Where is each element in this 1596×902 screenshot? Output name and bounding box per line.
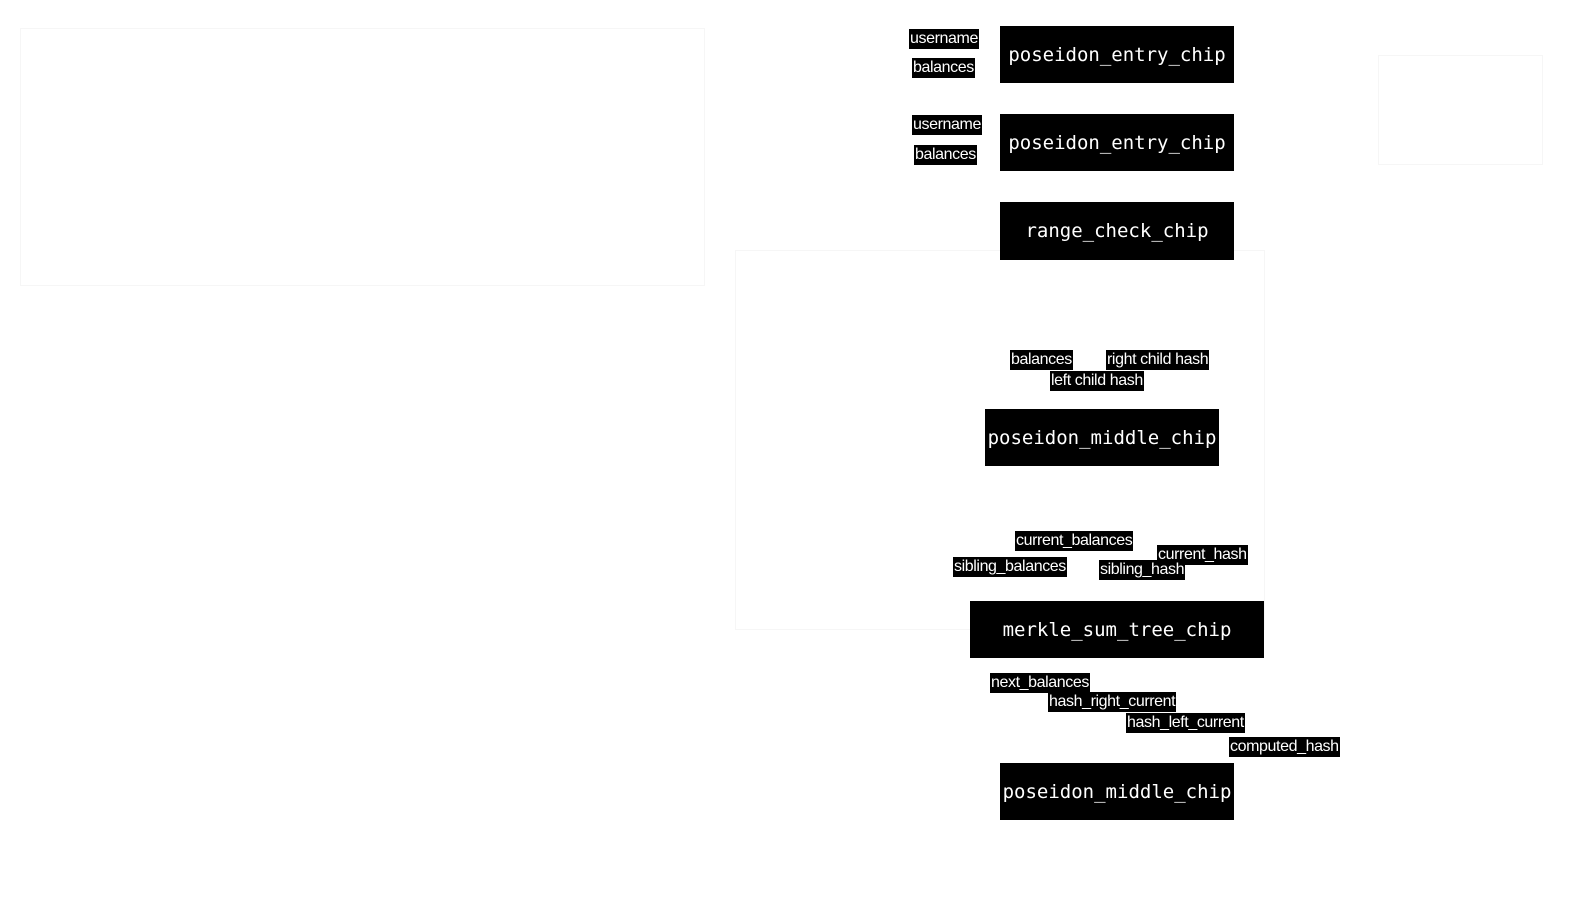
label-entry1-username: username (909, 29, 979, 49)
label-middle-left-child-hash: left child hash (1050, 371, 1144, 391)
label-middle-balances: balances (1010, 350, 1073, 370)
label-next-balances: next_balances (990, 673, 1090, 693)
label-hash-left-current: hash_left_current (1126, 713, 1245, 733)
label-sibling-hash: sibling_hash (1099, 560, 1186, 580)
poseidon-entry-chip-2: poseidon_entry_chip (1000, 114, 1234, 171)
label-sibling-balances: sibling_balances (953, 557, 1067, 577)
label-current-balances: current_balances (1015, 531, 1134, 551)
poseidon-middle-chip-1: poseidon_middle_chip (985, 409, 1219, 466)
range-check-chip: range_check_chip (1000, 202, 1234, 260)
label-entry2-username: username (912, 115, 982, 135)
merkle-sum-tree-chip: merkle_sum_tree_chip (970, 601, 1264, 658)
label-middle-right-child-hash: right child hash (1106, 350, 1210, 370)
poseidon-middle-chip-2: poseidon_middle_chip (1000, 763, 1234, 820)
label-computed-hash: computed_hash (1229, 737, 1340, 757)
faint-panel-right (1378, 55, 1543, 165)
label-hash-right-current: hash_right_current (1048, 692, 1177, 712)
poseidon-entry-chip-1: poseidon_entry_chip (1000, 26, 1234, 83)
faint-panel-left (20, 28, 705, 286)
label-entry2-balances: balances (914, 145, 977, 165)
label-entry1-balances: balances (912, 58, 975, 78)
